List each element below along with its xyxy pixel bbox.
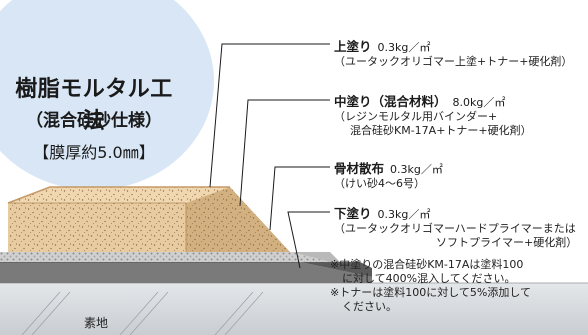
layer-detail-primer-2: ソフトプライマー+硬化剤） (436, 236, 578, 249)
aggregate-layer (0, 252, 340, 262)
note-line-3: ※トナーは塗料100に対して5%添加して (330, 286, 532, 299)
substrate-label: 素地 (84, 316, 109, 330)
layer-detail-topcoat: （ユータックオリゴマー上塗+トナー+硬化剤） (334, 55, 573, 68)
mortar-layer (8, 187, 290, 252)
leader-lines (209, 43, 330, 269)
layer-detail-primer-1: （ユータックオリゴマーハードプライマーまたは (334, 222, 576, 235)
film-thickness: 【膜厚約5.0㎜】 (33, 143, 155, 162)
layer-detail-aggregate: （けい砂4～6号） (334, 177, 425, 190)
note-line-1: ※中塗りの混合硅砂KM-17Aは塗料100 (330, 258, 524, 271)
layer-detail-midcoat-1: （レジンモルタル用バインダー+ (334, 110, 498, 123)
layer-label-midcoat: 中塗り（混合材料）8.0kg／㎡ (334, 94, 506, 109)
note-line-2: に対して400%混入してください。 (342, 272, 516, 285)
primer-layer (0, 261, 372, 283)
method-title: 樹脂モルタル工法 (15, 77, 173, 134)
topcoat-layer (7, 186, 230, 204)
note-line-4: ください。 (342, 300, 397, 313)
layer-detail-midcoat-2: 混合硅砂KM-17A+トナー+硬化剤） (350, 124, 532, 137)
method-subtitle: （混合硅砂仕様） (26, 111, 162, 131)
